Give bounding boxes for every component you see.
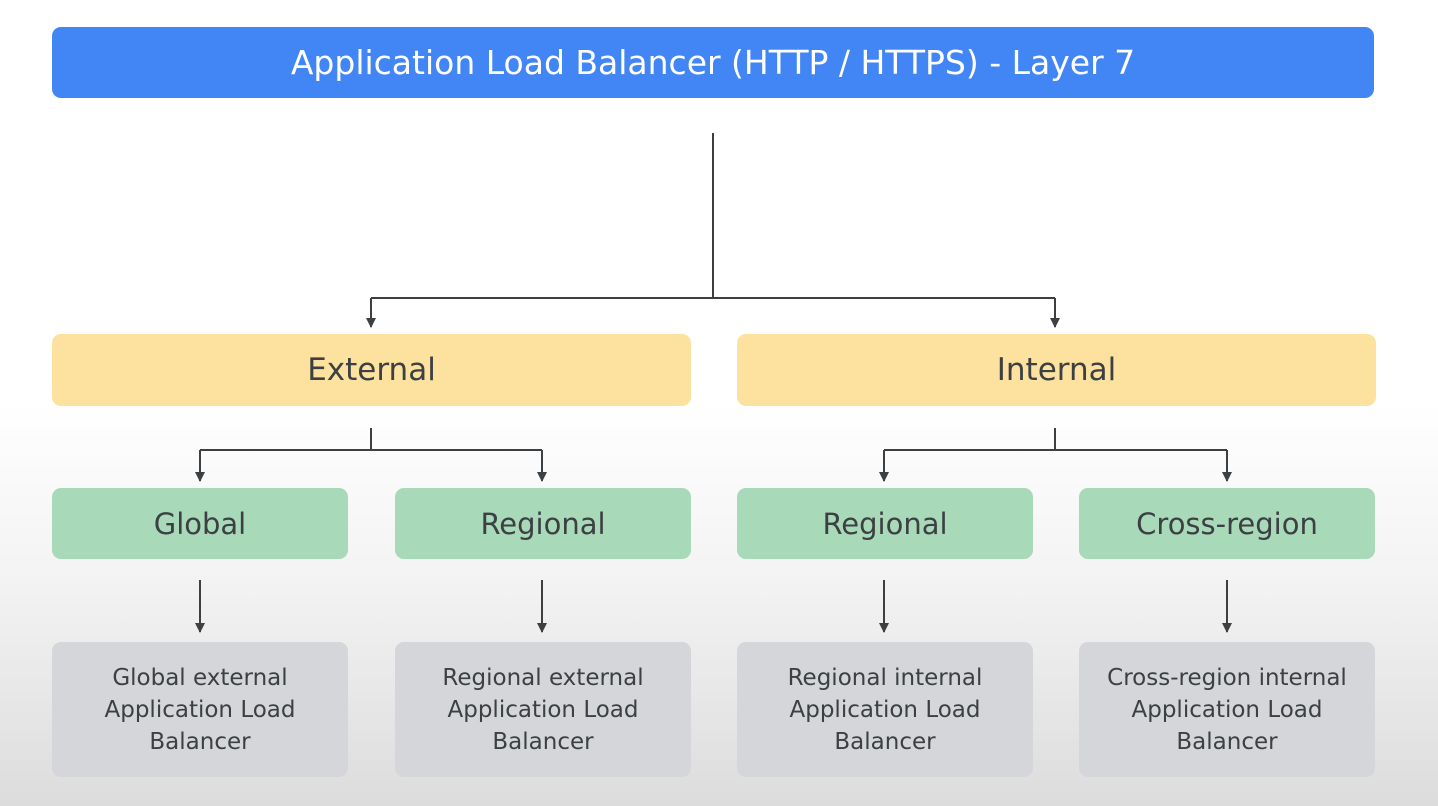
result-label: Cross-region internal Application Load B… <box>1107 664 1347 755</box>
result-label: Regional internal Application Load Balan… <box>787 664 983 755</box>
result-box-regional-external: Regional external Application Load Balan… <box>395 642 691 777</box>
title-box: Application Load Balancer (HTTP / HTTPS)… <box>52 27 1374 98</box>
category-box-external: External <box>52 334 691 406</box>
result-label: Regional external Application Load Balan… <box>442 664 644 755</box>
scope-label: Cross-region <box>1136 506 1318 541</box>
scope-label: Regional <box>822 506 948 541</box>
result-box-global-external: Global external Application Load Balance… <box>52 642 348 777</box>
category-label-internal: Internal <box>996 352 1117 388</box>
scope-box-external-regional: Regional <box>395 488 691 559</box>
scope-box-internal-regional: Regional <box>737 488 1033 559</box>
result-box-regional-internal: Regional internal Application Load Balan… <box>737 642 1033 777</box>
scope-label: Global <box>153 506 247 541</box>
category-box-internal: Internal <box>737 334 1376 406</box>
result-label: Global external Application Load Balance… <box>104 664 296 755</box>
scope-box-external-global: Global <box>52 488 348 559</box>
scope-label: Regional <box>480 506 606 541</box>
title-text: Application Load Balancer (HTTP / HTTPS)… <box>290 43 1136 82</box>
category-label-external: External <box>307 352 436 388</box>
result-box-cross-region-internal: Cross-region internal Application Load B… <box>1079 642 1375 777</box>
scope-box-internal-cross-region: Cross-region <box>1079 488 1375 559</box>
